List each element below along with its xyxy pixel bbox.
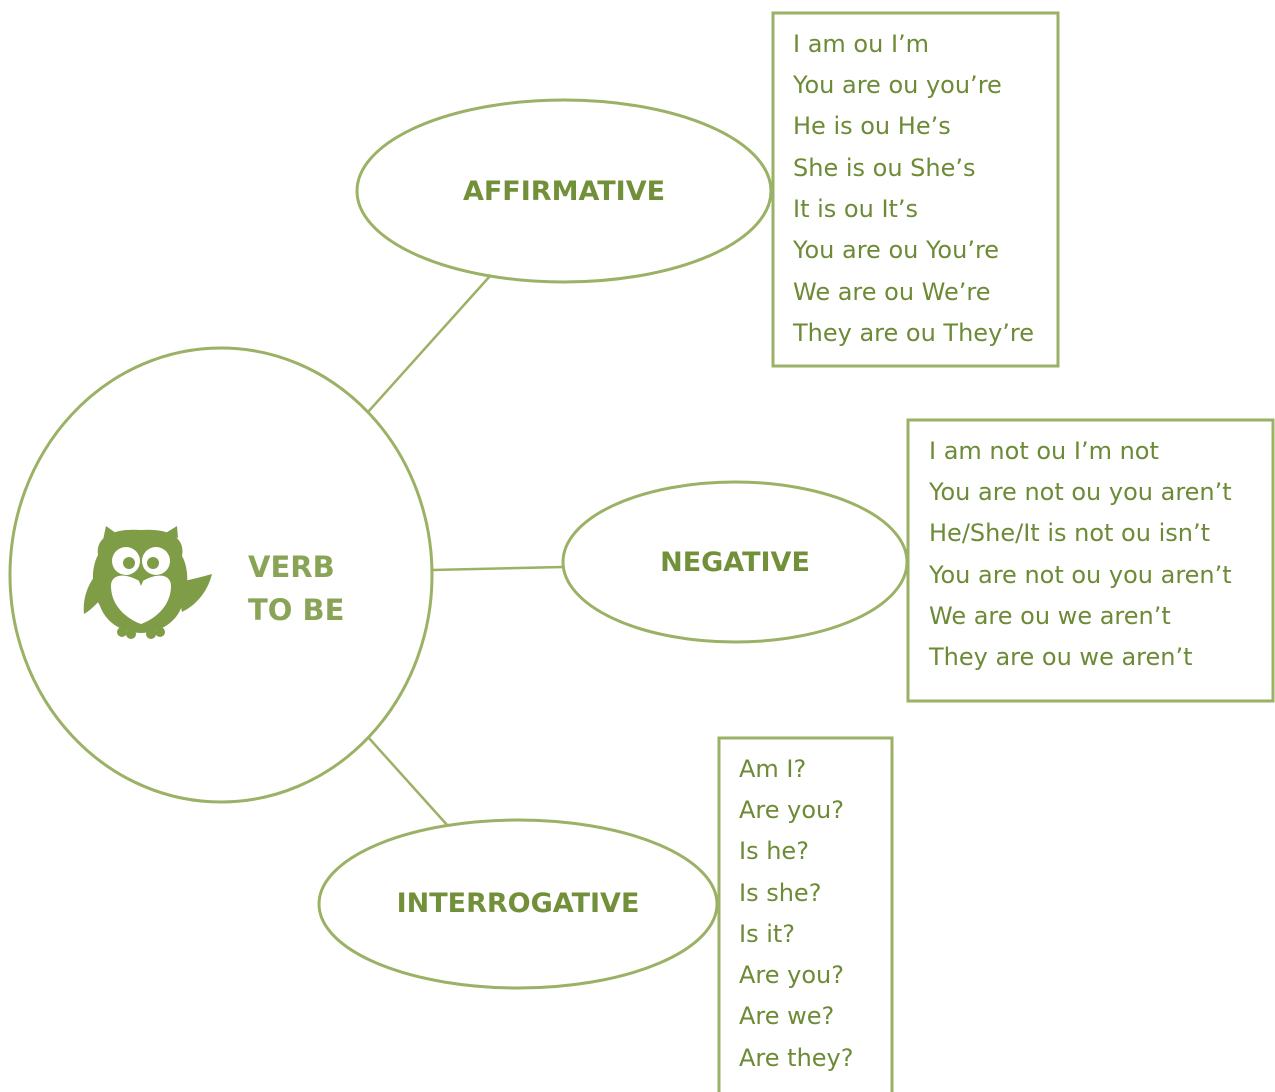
owl-icon [83,526,212,639]
interrogative-line: Are they? [739,1044,853,1072]
interrogative-line: Are we? [739,1002,834,1030]
interrogative-label: INTERROGATIVE [397,888,640,919]
negative-label: NEGATIVE [660,547,810,578]
interrogative-line: Are you? [739,796,844,824]
interrogative-node: INTERROGATIVE [317,818,719,990]
affirmative-label: AFFIRMATIVE [463,176,665,207]
negative-box: I am not ou I’m not You are not ou you a… [906,418,1275,703]
center-title-line1: VERB [248,550,335,584]
negative-line: You are not ou you aren’t [928,561,1232,589]
affirmative-line: They are ou They’re [792,319,1034,347]
connector-interrogative [367,736,449,827]
center-circle [8,346,434,804]
affirmative-box: I am ou I’m You are ou you’re He is ou H… [771,11,1060,368]
affirmative-line: He is ou He’s [793,112,951,140]
negative-line: We are ou we aren’t [929,602,1171,630]
negative-line: I am not ou I’m not [929,437,1159,465]
interrogative-list-frame [717,736,894,1092]
negative-list-frame [906,418,1275,703]
connector-affirmative [367,275,491,413]
interrogative-ellipse [317,818,719,990]
interrogative-line: Is he? [739,837,809,865]
interrogative-line: Am I? [739,755,806,783]
affirmative-line: It is ou It’s [793,195,918,223]
negative-line: He/She/It is not ou isn’t [929,519,1210,547]
connector-negative [431,565,564,572]
interrogative-line: Is it? [739,920,795,948]
interrogative-line: Is she? [739,879,821,907]
negative-node: NEGATIVE [561,480,909,644]
interrogative-line: Are you? [739,961,844,989]
interrogative-box: Am I? Are you? Is he? Is she? Is it? Are… [717,736,894,1092]
center-title-line2: TO BE [248,593,344,627]
affirmative-line: You are ou you’re [792,71,1002,99]
affirmative-line: I am ou I’m [793,30,929,58]
affirmative-list-frame [771,11,1060,368]
center-node: VERB TO BE [8,346,434,804]
affirmative-line: You are ou You’re [792,236,999,264]
negative-line: You are not ou you aren’t [928,478,1232,506]
affirmative-line: She is ou She’s [793,154,976,182]
affirmative-node: AFFIRMATIVE [355,98,773,284]
negative-line: They are ou we aren’t [928,643,1193,671]
affirmative-ellipse [355,98,773,284]
affirmative-line: We are ou We’re [793,278,991,306]
